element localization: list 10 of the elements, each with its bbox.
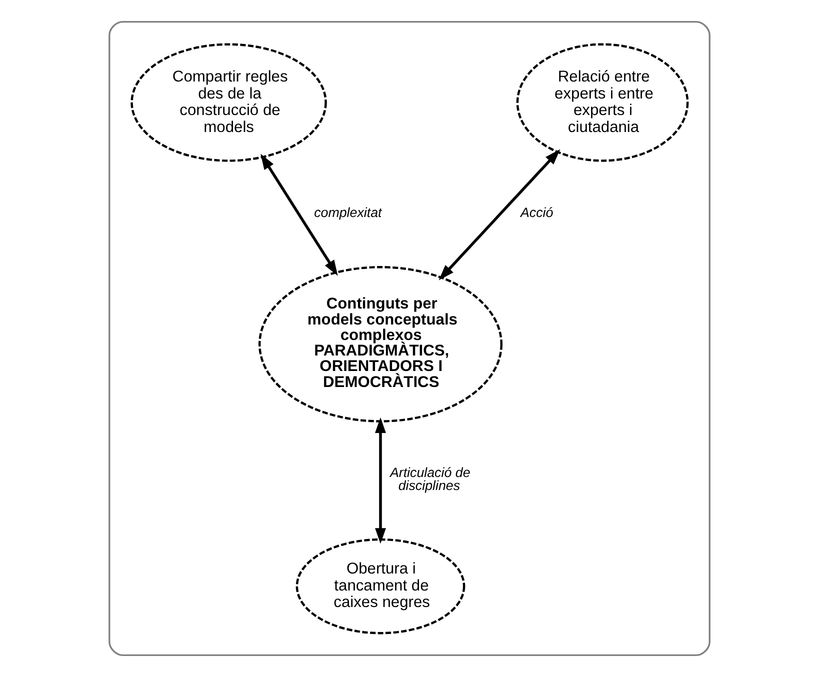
cluster	[108, 21, 710, 656]
node-ellipse: Obertura i tancament de caixes negres	[296, 538, 466, 634]
edge-label: complexitat	[314, 204, 382, 220]
arrow	[438, 149, 560, 280]
arrow	[375, 417, 386, 544]
node-ellipse: Compartir regles des de la construcció de models	[130, 43, 327, 162]
node-ellipse: Relació entre experts i entre experts i ciutadania	[516, 43, 689, 162]
arrow	[260, 154, 338, 276]
edge-label: Acció	[520, 204, 554, 220]
edge-label: Articulació de disciplines	[390, 464, 470, 494]
